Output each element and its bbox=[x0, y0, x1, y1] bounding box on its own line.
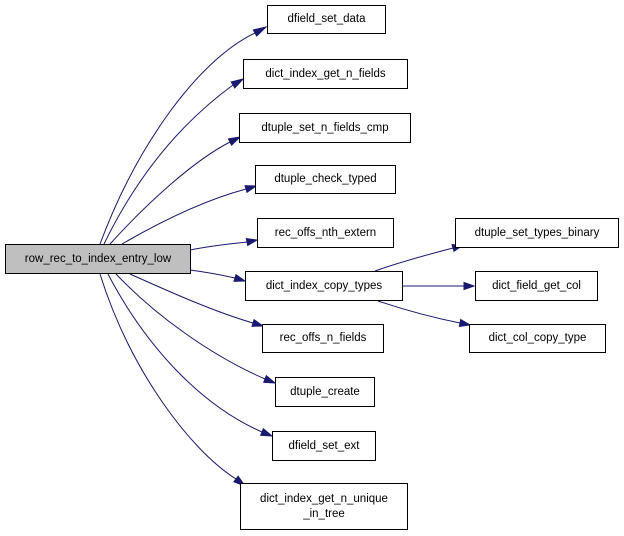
edge-root-to-dfield_set_data bbox=[99, 32, 256, 245]
edge-root-to-dfield_set_ext bbox=[107, 273, 263, 433]
arrowhead-root-to-dtuple_create bbox=[262, 374, 277, 384]
node-dtuple-check-typed[interactable]: dtuple_check_typed bbox=[255, 165, 396, 194]
arrowhead-root-to-rec_offs_n_fields bbox=[251, 318, 265, 327]
node-dict-index-get-n-unique-in-tree[interactable]: dict_index_get_n_unique _in_tree bbox=[240, 483, 408, 530]
node-dtuple-set-types-binary[interactable]: dtuple_set_types_binary bbox=[455, 218, 619, 248]
node-dfield-set-data[interactable]: dfield_set_data bbox=[267, 5, 386, 34]
edge-root-to-rec_offs_n_fields bbox=[129, 273, 254, 324]
edge-root-to-rec_offs_nth_extern bbox=[189, 241, 248, 251]
edge-dict_index_copy_types-to-dtuple_set_types_binary bbox=[374, 247, 454, 272]
arrowhead-root-to-dtuple_set_n_fields_cmp bbox=[227, 136, 242, 146]
edge-dict_index_copy_types-to-dict_col_copy_type bbox=[377, 300, 461, 324]
node-dict-index-get-n-fields[interactable]: dict_index_get_n_fields bbox=[243, 59, 408, 89]
edge-root-to-dict_index_get_n_fields bbox=[103, 84, 234, 245]
edge-root-to-dtuple_set_n_fields_cmp bbox=[109, 141, 231, 245]
node-row-rec-to-index-entry-low[interactable]: row_rec_to_index_entry_low bbox=[5, 244, 191, 274]
node-rec-offs-nth-extern[interactable]: rec_offs_nth_extern bbox=[257, 218, 394, 248]
arrowhead-dict_index_copy_types-to-dict_col_copy_type bbox=[458, 318, 472, 328]
node-dtuple-set-n-fields-cmp[interactable]: dtuple_set_n_fields_cmp bbox=[239, 113, 411, 143]
node-dfield-set-ext[interactable]: dfield_set_ext bbox=[272, 431, 376, 461]
edge-root-to-dict_index_copy_types bbox=[189, 269, 236, 279]
node-dict-field-get-col[interactable]: dict_field_get_col bbox=[475, 271, 598, 301]
arrowhead-dict_index_copy_types-to-dict_field_get_col bbox=[463, 281, 476, 291]
arrowhead-root-to-dict_index_get_n_fields bbox=[230, 78, 245, 89]
arrowhead-root-to-dfield_set_data bbox=[252, 26, 268, 37]
arrowhead-root-to-rec_offs_nth_extern bbox=[245, 237, 259, 247]
node-rec-offs-n-fields[interactable]: rec_offs_n_fields bbox=[262, 324, 384, 353]
node-dtuple-create[interactable]: dtuple_create bbox=[275, 377, 375, 407]
node-dict-index-copy-types[interactable]: dict_index_copy_types bbox=[245, 271, 403, 301]
edge-root-to-dtuple_create bbox=[115, 273, 266, 380]
edge-root-to-dtuple_check_typed bbox=[121, 188, 247, 245]
arrowhead-root-to-dict_index_copy_types bbox=[233, 273, 247, 282]
edge-root-to-dict_index_get_n_unique_in_tree bbox=[99, 273, 237, 480]
node-dict-col-copy-type[interactable]: dict_col_copy_type bbox=[469, 324, 606, 353]
arrowhead-root-to-dtuple_check_typed bbox=[244, 185, 258, 194]
arrowhead-root-to-dfield_set_ext bbox=[259, 427, 274, 437]
